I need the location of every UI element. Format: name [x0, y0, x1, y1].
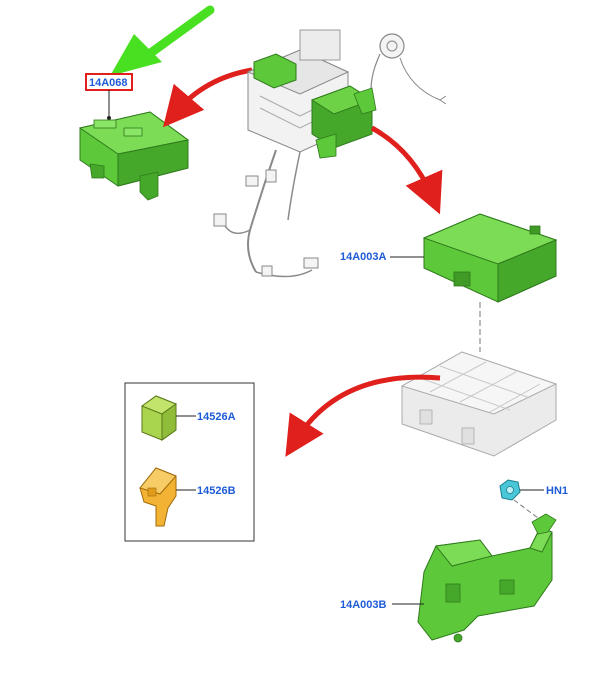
leader-dot	[107, 116, 111, 120]
red-arrow-to-14a068	[163, 67, 253, 128]
red-arrow-to-fuses	[285, 374, 441, 457]
callout-14a068-label: 14A068	[89, 77, 128, 89]
callout-14526a-label: 14526A	[197, 411, 236, 423]
callout-hn1[interactable]: HN1	[520, 485, 568, 497]
green-pointer-arrow	[110, 5, 215, 76]
bracket-14a003b-part[interactable]	[417, 513, 557, 643]
callout-14526a[interactable]: 14526A	[176, 411, 236, 423]
callout-14526b-label: 14526B	[197, 485, 236, 497]
callout-14a068[interactable]: 14A068	[85, 73, 133, 120]
fuse-box-housing	[400, 351, 558, 457]
callout-14526b[interactable]: 14526B	[176, 485, 236, 497]
callout-14a003b-label: 14A003B	[340, 599, 387, 611]
smart-junction-box-part[interactable]	[422, 213, 558, 303]
callout-hn1-label: HN1	[546, 485, 568, 497]
callout-14a003a-label: 14A003A	[340, 251, 387, 263]
assembly-highlight-junction-box	[310, 85, 377, 159]
fuse-14526b-part[interactable]	[139, 467, 177, 527]
fuse-14526a-part[interactable]	[140, 395, 178, 441]
nut-hn1-part[interactable]	[499, 479, 521, 501]
red-arrow-to-14a003a	[370, 125, 443, 215]
callout-14a003a[interactable]: 14A003A	[340, 251, 424, 263]
battery-junction-box-part[interactable]	[78, 111, 190, 201]
assembly-highlight-top	[253, 53, 297, 89]
callout-14a003b[interactable]: 14A003B	[340, 599, 424, 611]
